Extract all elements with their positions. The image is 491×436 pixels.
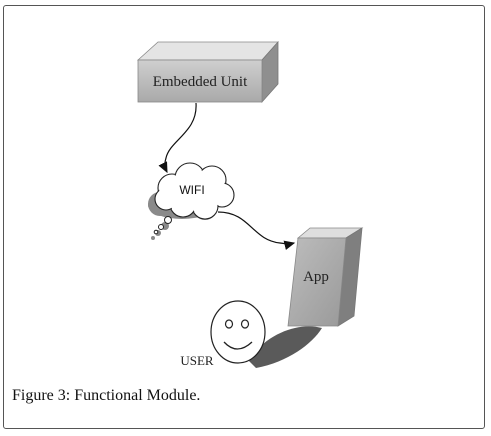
app-label: App (303, 269, 329, 285)
user-node: USER (180, 300, 322, 368)
embedded-unit-node: Embedded Unit (136, 40, 279, 104)
edge-wifi-to-app (217, 211, 296, 250)
wifi-label: WIFI (179, 183, 204, 197)
app-node: App (287, 227, 364, 327)
user-face-icon (210, 300, 266, 364)
wifi-cloud-node: WIFI (148, 162, 235, 240)
figure-caption-label: Figure 3: (12, 387, 71, 404)
figure-caption-text: Functional Module. (74, 387, 201, 404)
figure-caption: Figure 3: Functional Module. (12, 387, 200, 405)
user-label: USER (180, 353, 214, 368)
embedded-unit-label: Embedded Unit (153, 74, 248, 90)
edge-embedded-to-wifi (158, 102, 197, 174)
